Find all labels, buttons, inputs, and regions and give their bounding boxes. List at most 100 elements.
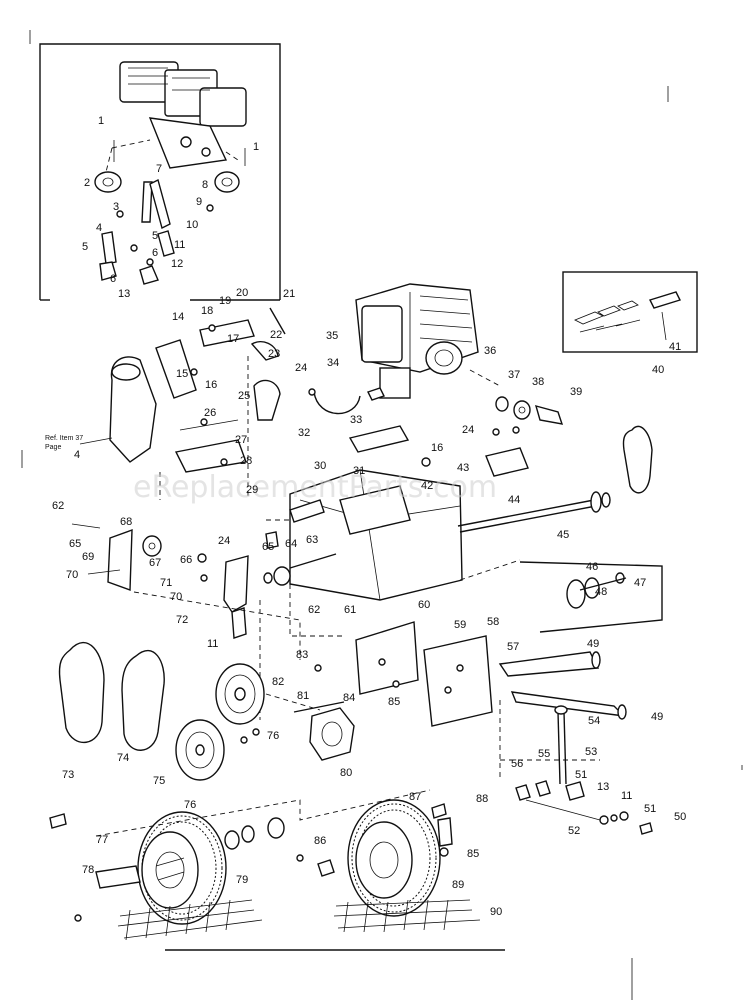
- part-callout-56: 56: [511, 758, 523, 770]
- part-callout-15: 15: [176, 368, 188, 380]
- part-callout-70: 70: [66, 569, 78, 581]
- part-callout-51: 51: [575, 769, 587, 781]
- part-callout-25: 25: [238, 390, 250, 402]
- part-callout-81: 81: [297, 690, 309, 702]
- hub-hardware: [95, 789, 431, 850]
- shaft-hardware: [495, 396, 564, 425]
- part-callout-13: 13: [597, 781, 609, 793]
- part-callout-62: 62: [52, 500, 64, 512]
- part-callout-65: 65: [69, 538, 81, 550]
- part-callout-69: 69: [82, 551, 94, 563]
- hub-46-48: [519, 561, 663, 633]
- part-callout-5: 5: [82, 241, 88, 253]
- part-callout-1: 1: [98, 115, 104, 127]
- part-callout-84: 84: [343, 692, 355, 704]
- part-callout-54: 54: [588, 715, 600, 727]
- part-callout-59: 59: [454, 619, 466, 631]
- part-callout-87: 87: [409, 791, 421, 803]
- part-callout-10: 10: [186, 219, 198, 231]
- watermark: eReplacementParts.com: [133, 470, 497, 505]
- part-callout-28: 28: [240, 455, 252, 467]
- part-callout-85: 85: [467, 848, 479, 860]
- part-callout-11: 11: [621, 790, 632, 802]
- linkage-hardware: [515, 780, 653, 835]
- part-callout-7: 7: [156, 163, 162, 175]
- part-callout-76: 76: [267, 730, 279, 742]
- part-callout-52: 52: [568, 825, 580, 837]
- part-callout-18: 18: [201, 305, 213, 317]
- left-wheel: [49, 811, 263, 941]
- part-callout-49: 49: [651, 711, 663, 723]
- chute-assembly: [109, 307, 286, 500]
- part-callout-71: 71: [160, 577, 172, 589]
- part-callout-13: 13: [118, 288, 130, 300]
- part-callout-11: 11: [207, 638, 218, 650]
- part-callout-77: 77: [96, 834, 108, 846]
- right-wheel: [296, 799, 481, 933]
- part-callout-31: 31: [353, 465, 365, 477]
- part-callout-68: 68: [120, 516, 132, 528]
- part-callout-23: 23: [268, 348, 280, 360]
- part-callout-83: 83: [296, 649, 308, 661]
- part-callout-37: 37: [508, 369, 520, 381]
- part-callout-24: 24: [218, 535, 230, 547]
- part-callout-62: 62: [308, 604, 320, 616]
- shaft-45: [457, 491, 611, 533]
- shift-lever: [499, 700, 600, 785]
- part-callout-86: 86: [314, 835, 326, 847]
- part-callout-76: 76: [184, 799, 196, 811]
- reference-note: Ref. Item 37 Page 4: [45, 435, 113, 461]
- part-callout-20: 20: [236, 287, 248, 299]
- gearbox-80: [293, 664, 355, 761]
- part-callout-29: 29: [246, 484, 258, 496]
- part-callout-65: 65: [262, 541, 274, 553]
- part-callout-63: 63: [306, 534, 318, 546]
- part-callout-24: 24: [462, 424, 474, 436]
- part-callout-51: 51: [644, 803, 656, 815]
- part-callout-32: 32: [298, 427, 310, 439]
- part-callout-74: 74: [117, 752, 129, 764]
- part-callout-55: 55: [538, 748, 550, 760]
- part-callout-27: 27: [235, 434, 247, 446]
- part-callout-19: 19: [219, 295, 231, 307]
- pulleys: [175, 663, 321, 781]
- part-callout-6: 6: [110, 273, 116, 285]
- part-callout-3: 3: [113, 201, 119, 213]
- part-callout-60: 60: [418, 599, 430, 611]
- part-callout-75: 75: [153, 775, 165, 787]
- inset-engine-mount: [39, 43, 281, 301]
- part-callout-4: 4: [96, 222, 102, 234]
- inset-hardware: [562, 271, 698, 353]
- part-callout-72: 72: [176, 614, 188, 626]
- cable-32: [308, 387, 385, 415]
- part-callout-11: 11: [174, 239, 185, 251]
- part-callout-70: 70: [170, 591, 182, 603]
- part-callout-46: 46: [586, 561, 598, 573]
- part-callout-12: 12: [171, 258, 183, 270]
- part-callout-80: 80: [340, 767, 352, 779]
- frame-plates: [355, 621, 493, 727]
- part-callout-39: 39: [570, 386, 582, 398]
- part-callout-64: 64: [285, 538, 297, 550]
- reference-note-line2: Page: [45, 444, 61, 451]
- reference-note-line1: Ref. Item 37: [45, 435, 83, 442]
- part-callout-47: 47: [634, 577, 646, 589]
- part-callout-50: 50: [674, 811, 686, 823]
- part-callout-42: 42: [421, 480, 433, 492]
- part-callout-9: 9: [196, 196, 202, 208]
- part-callout-6: 6: [152, 247, 158, 259]
- scan-marks: [21, 30, 743, 1000]
- part-callout-35: 35: [326, 330, 338, 342]
- part-callout-61: 61: [344, 604, 356, 616]
- part-callout-5: 5: [152, 230, 158, 242]
- part-callout-44: 44: [508, 494, 520, 506]
- part-callout-45: 45: [557, 529, 569, 541]
- part-callout-1: 1: [253, 141, 259, 153]
- part-callout-58: 58: [487, 616, 499, 628]
- belt-40: [622, 425, 653, 494]
- part-callout-17: 17: [227, 333, 239, 345]
- part-callout-14: 14: [172, 311, 184, 323]
- part-callout-43: 43: [457, 462, 469, 474]
- part-callout-85: 85: [388, 696, 400, 708]
